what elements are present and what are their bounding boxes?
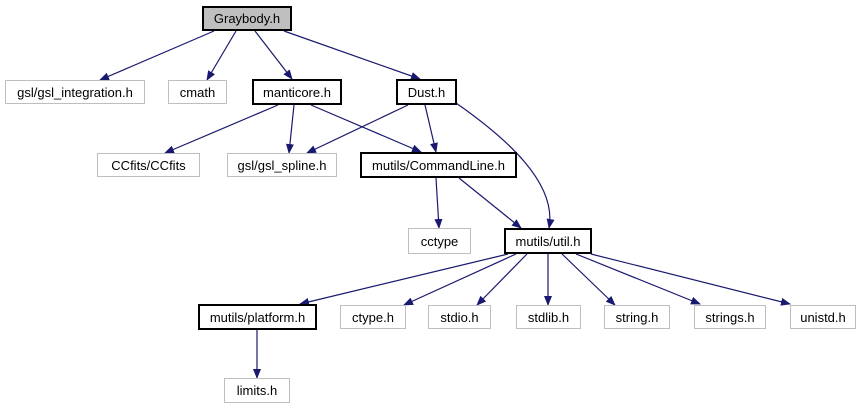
- node-manticore[interactable]: manticore.h: [252, 79, 342, 105]
- node-label: cmath: [179, 84, 216, 100]
- edge-util-stdio: [476, 253, 528, 306]
- edge-graybody-gsl_integration: [99, 30, 215, 81]
- node-label: mutils/CommandLine.h: [372, 157, 505, 173]
- edge-dust-util: [455, 102, 555, 229]
- edge-dust-commandline: [424, 104, 438, 153]
- node-gsl_spline: gsl/gsl_spline.h: [227, 153, 337, 177]
- edge-util-platform: [299, 253, 509, 306]
- node-label: gsl/gsl_spline.h: [237, 157, 327, 173]
- edge-graybody-cmath: [206, 30, 237, 81]
- node-label: string.h: [615, 309, 659, 325]
- edge-graybody-dust: [283, 30, 421, 80]
- node-label: cctype: [420, 233, 459, 249]
- edge-manticore-gsl_spline: [285, 104, 295, 154]
- node-limits: limits.h: [224, 378, 290, 403]
- node-cmath: cmath: [168, 80, 227, 104]
- node-label: ctype.h: [352, 309, 394, 325]
- node-graybody: Graybody.h: [202, 6, 292, 31]
- edge-util-unistd: [590, 253, 791, 306]
- node-unistd: unistd.h: [790, 305, 856, 329]
- edge-manticore-commandline: [310, 104, 422, 153]
- edge-util-strings: [575, 253, 701, 305]
- node-label: Graybody.h: [213, 11, 281, 26]
- node-label: gsl/gsl_integration.h: [17, 84, 133, 100]
- node-label: strings.h: [705, 309, 755, 325]
- node-stdlib: stdlib.h: [516, 305, 581, 329]
- node-dust[interactable]: Dust.h: [396, 79, 457, 105]
- node-label: limits.h: [236, 383, 278, 398]
- node-label: mutils/util.h: [515, 233, 581, 249]
- edge-commandline-util: [458, 177, 522, 229]
- node-label: mutils/platform.h: [209, 309, 306, 325]
- node-commandline[interactable]: mutils/CommandLine.h: [360, 152, 517, 178]
- edge-util-ctype: [403, 253, 517, 306]
- edge-manticore-ccfits: [164, 104, 279, 154]
- node-label: stdlib.h: [527, 309, 570, 325]
- edge-graybody-manticore: [254, 30, 293, 80]
- edge-commandline-cctype: [434, 177, 443, 229]
- node-util[interactable]: mutils/util.h: [504, 228, 592, 254]
- node-cctype: cctype: [408, 228, 471, 254]
- node-platform[interactable]: mutils/platform.h: [198, 304, 317, 330]
- node-label: unistd.h: [800, 309, 846, 325]
- node-ctype: ctype.h: [340, 305, 406, 329]
- node-label: CCfits/CCfits: [111, 157, 186, 173]
- node-strings: strings.h: [694, 305, 766, 329]
- edge-dust-gsl_spline: [306, 104, 409, 154]
- node-ccfits: CCfits/CCfits: [97, 153, 200, 177]
- node-stdio: stdio.h: [428, 305, 491, 329]
- node-label: manticore.h: [263, 84, 331, 100]
- edge-util-string: [561, 253, 616, 306]
- node-gsl_integration: gsl/gsl_integration.h: [5, 80, 145, 104]
- node-string: string.h: [604, 305, 670, 329]
- node-label: Dust.h: [407, 84, 446, 100]
- node-label: stdio.h: [440, 309, 479, 325]
